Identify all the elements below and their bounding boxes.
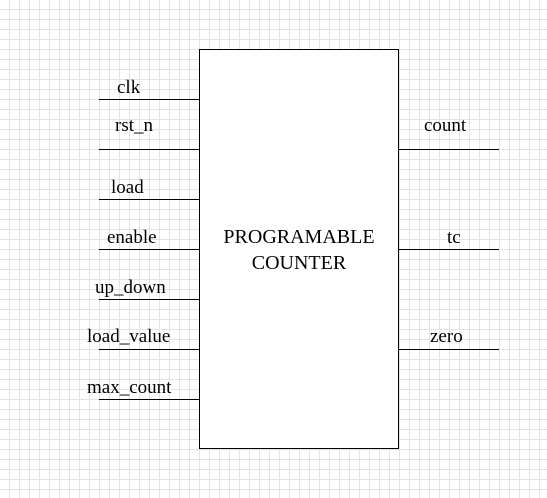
input-label-clk: clk [117,77,141,98]
input-wire-enable [99,249,199,250]
block-title: PROGRAMABLE COUNTER [199,224,399,276]
counter-block [199,49,399,449]
input-label-load: load [111,177,144,198]
input-wire-load [99,199,199,200]
input-label-rst-n: rst_n [115,115,153,136]
input-label-load-value: load_value [87,326,171,347]
output-label-zero: zero [430,326,463,347]
output-wire-tc [399,249,499,250]
block-title-line-2: COUNTER [251,252,347,274]
output-wire-count [399,149,499,150]
input-label-up-down: up_down [95,277,166,298]
input-label-max-count: max_count [87,377,172,398]
input-wire-max-count [99,399,199,400]
input-wire-rst-n [99,149,199,150]
input-wire-up-down [99,299,199,300]
input-wire-load-value [99,349,199,350]
input-label-enable: enable [107,227,157,248]
output-label-tc: tc [447,227,461,248]
input-wire-clk [99,99,199,100]
output-wire-zero [399,349,499,350]
output-label-count: count [424,115,467,136]
block-title-line-1: PROGRAMABLE [223,226,375,248]
